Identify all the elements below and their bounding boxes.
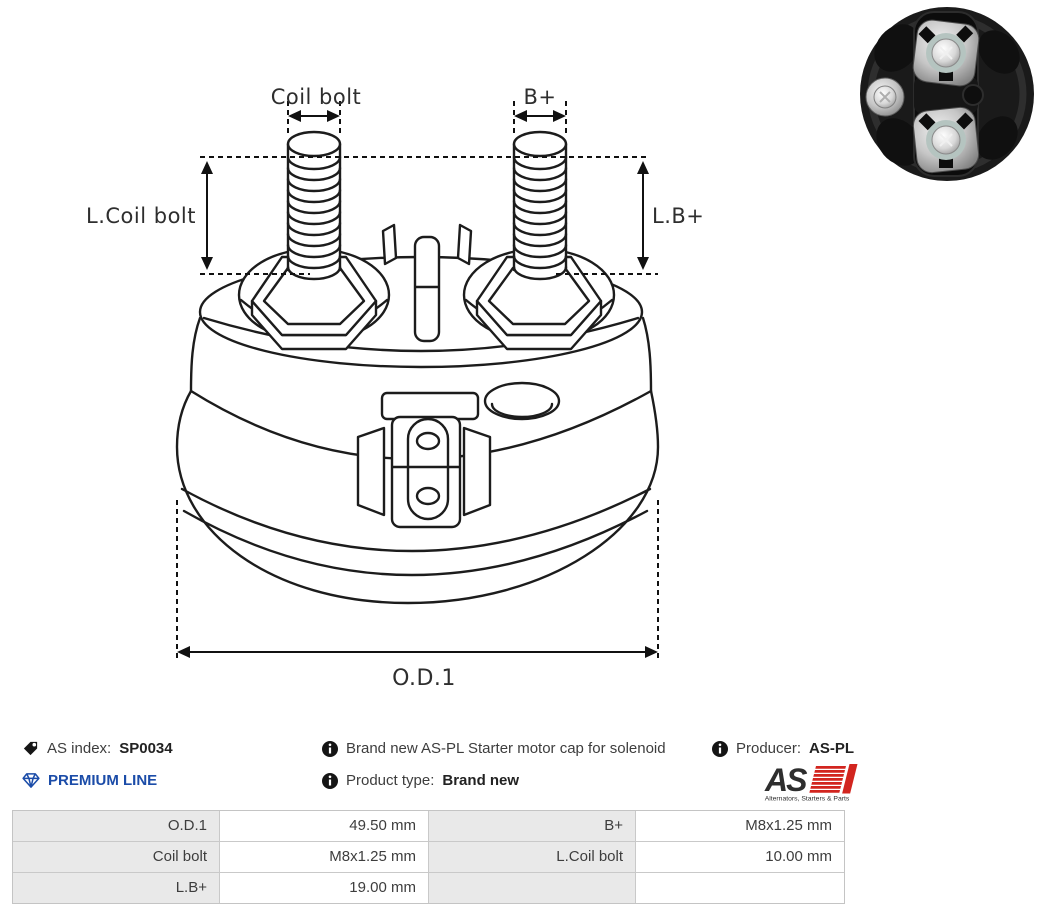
spec-table: O.D.1 49.50 mm B+ M8x1.25 mm Coil bolt M…	[12, 810, 845, 904]
post-left	[381, 223, 398, 266]
spec-value: M8x1.25 mm	[220, 842, 428, 872]
as-pl-logo: AS Alternators, Starters & Parts	[764, 762, 858, 803]
product-description: Brand new AS-PL Starter motor cap for so…	[346, 740, 666, 757]
product-type-row: Product type: Brand new	[322, 772, 519, 789]
hex-boss-left	[237, 247, 391, 351]
spec-value: 49.50 mm	[220, 811, 428, 841]
diamond-icon	[22, 772, 40, 789]
spec-value: 10.00 mm	[636, 842, 844, 872]
logo-text: AS	[764, 762, 808, 798]
stud-coil-bolt	[286, 130, 342, 281]
producer-label: Producer:	[736, 740, 802, 757]
product-type-value: Brand new	[442, 772, 520, 789]
premium-line-badge[interactable]: PREMIUM LINE	[22, 772, 157, 789]
product-photo	[860, 7, 1034, 181]
post-right	[456, 223, 473, 266]
bolt-bottom	[912, 106, 980, 174]
info-icon	[322, 740, 338, 757]
spec-label: L.B+	[13, 873, 219, 903]
product-type-label: Product type:	[346, 772, 435, 789]
as-index-value: SP0034	[119, 740, 173, 757]
dimension-annotations	[176, 101, 659, 662]
spec-value: M8x1.25 mm	[636, 811, 844, 841]
spec-value	[636, 873, 844, 903]
label-l-b-plus: L.B+	[652, 204, 704, 228]
producer-row: Producer: AS-PL	[712, 740, 854, 757]
info-icon	[322, 772, 338, 789]
center-slot	[413, 235, 441, 343]
spec-label	[429, 873, 635, 903]
stud-b-plus	[512, 130, 568, 281]
premium-line-label: PREMIUM LINE	[48, 772, 158, 789]
technical-diagram: Coil bolt B+ L.Coil bolt L.B+ O.D.1	[86, 85, 704, 691]
spec-label: L.Coil bolt	[429, 842, 635, 872]
label-b-plus: B+	[523, 85, 556, 109]
as-index-label: AS index:	[47, 740, 112, 757]
label-coil-bolt: Coil bolt	[271, 85, 362, 109]
bolt-top	[912, 19, 980, 87]
oval-hole	[483, 381, 561, 421]
bolt-left	[865, 77, 905, 117]
as-index-row: AS index: SP0034	[22, 740, 173, 757]
label-l-coil-bolt: L.Coil bolt	[86, 204, 196, 228]
label-od1: O.D.1	[392, 666, 456, 691]
spec-label: B+	[429, 811, 635, 841]
t-bracket	[356, 391, 492, 529]
spec-label: O.D.1	[13, 811, 219, 841]
hex-boss-right	[462, 247, 616, 351]
tag-icon	[22, 740, 39, 757]
solenoid-cap-photo	[860, 7, 1034, 181]
info-icon	[712, 740, 728, 757]
producer-value: AS-PL	[809, 740, 855, 757]
spec-value: 19.00 mm	[220, 873, 428, 903]
description-row: Brand new AS-PL Starter motor cap for so…	[322, 740, 666, 757]
spec-label: Coil bolt	[13, 842, 219, 872]
logo-tagline: Alternators, Starters & Parts	[765, 796, 850, 803]
